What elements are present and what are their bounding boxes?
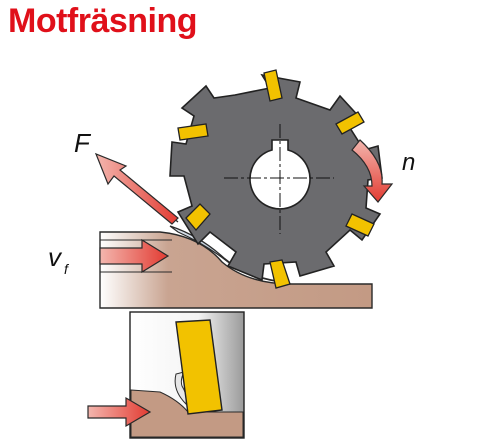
workpiece [99, 231, 373, 309]
milling-cutter [169, 69, 383, 289]
feed-arrow [99, 238, 172, 274]
feed-label-subscript: f [64, 261, 70, 277]
feed-label: v [48, 242, 63, 272]
inset-feed-arrow [87, 396, 152, 428]
center-lines [224, 124, 334, 234]
speed-label: n [402, 149, 415, 176]
cutting-inserts [177, 69, 375, 289]
detail-inset [87, 311, 245, 439]
rotation-arrow [351, 139, 394, 203]
force-label: F [74, 128, 92, 158]
inset-insert [175, 319, 223, 415]
force-arrow [94, 152, 179, 225]
page-title: Motfräsning [8, 2, 198, 40]
